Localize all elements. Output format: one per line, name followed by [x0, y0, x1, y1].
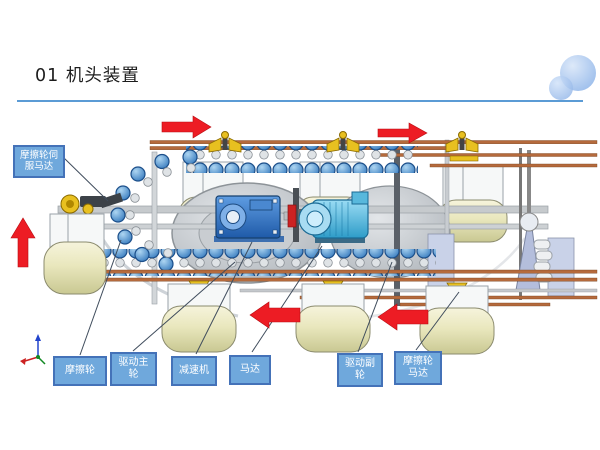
callout-drive-sub-wheel: 驱动副 轮	[337, 353, 383, 387]
callout-friction-wheel-servo-motor: 摩擦轮伺 服马达	[13, 145, 65, 178]
callout-drive-main-wheel: 驱动主 轮	[110, 352, 157, 386]
chain-left-curve	[110, 149, 198, 272]
flow-arrow-top-left-right	[161, 115, 212, 139]
flow-arrow-top-right-right	[377, 122, 428, 144]
electric-motor	[298, 191, 369, 243]
flow-arrows	[10, 115, 429, 331]
cad-origin-triad-icon	[20, 334, 46, 365]
bottom-roller-assemblies	[161, 280, 495, 355]
flow-arrow-left-up	[10, 217, 36, 268]
callout-leader-lines	[62, 156, 460, 356]
flow-arrow-bottom-middle-left	[249, 301, 301, 329]
callout-motor: 马达	[229, 355, 271, 385]
decorative-circle-small	[549, 76, 573, 100]
friction-wheel-servo-motor	[60, 192, 124, 215]
reducer-gearbox	[214, 195, 284, 242]
page-title: 01 机头装置	[35, 66, 140, 86]
callout-reducer: 减速机	[171, 356, 217, 386]
title-underline	[17, 100, 583, 102]
callout-friction-wheel: 摩擦轮	[53, 356, 107, 386]
flow-arrow-bottom-right-left	[377, 303, 429, 331]
callout-friction-wheel-motor: 摩擦轮 马达	[394, 351, 442, 385]
left-roller-assembly	[43, 213, 107, 295]
top-rail-trolleys	[208, 131, 479, 162]
